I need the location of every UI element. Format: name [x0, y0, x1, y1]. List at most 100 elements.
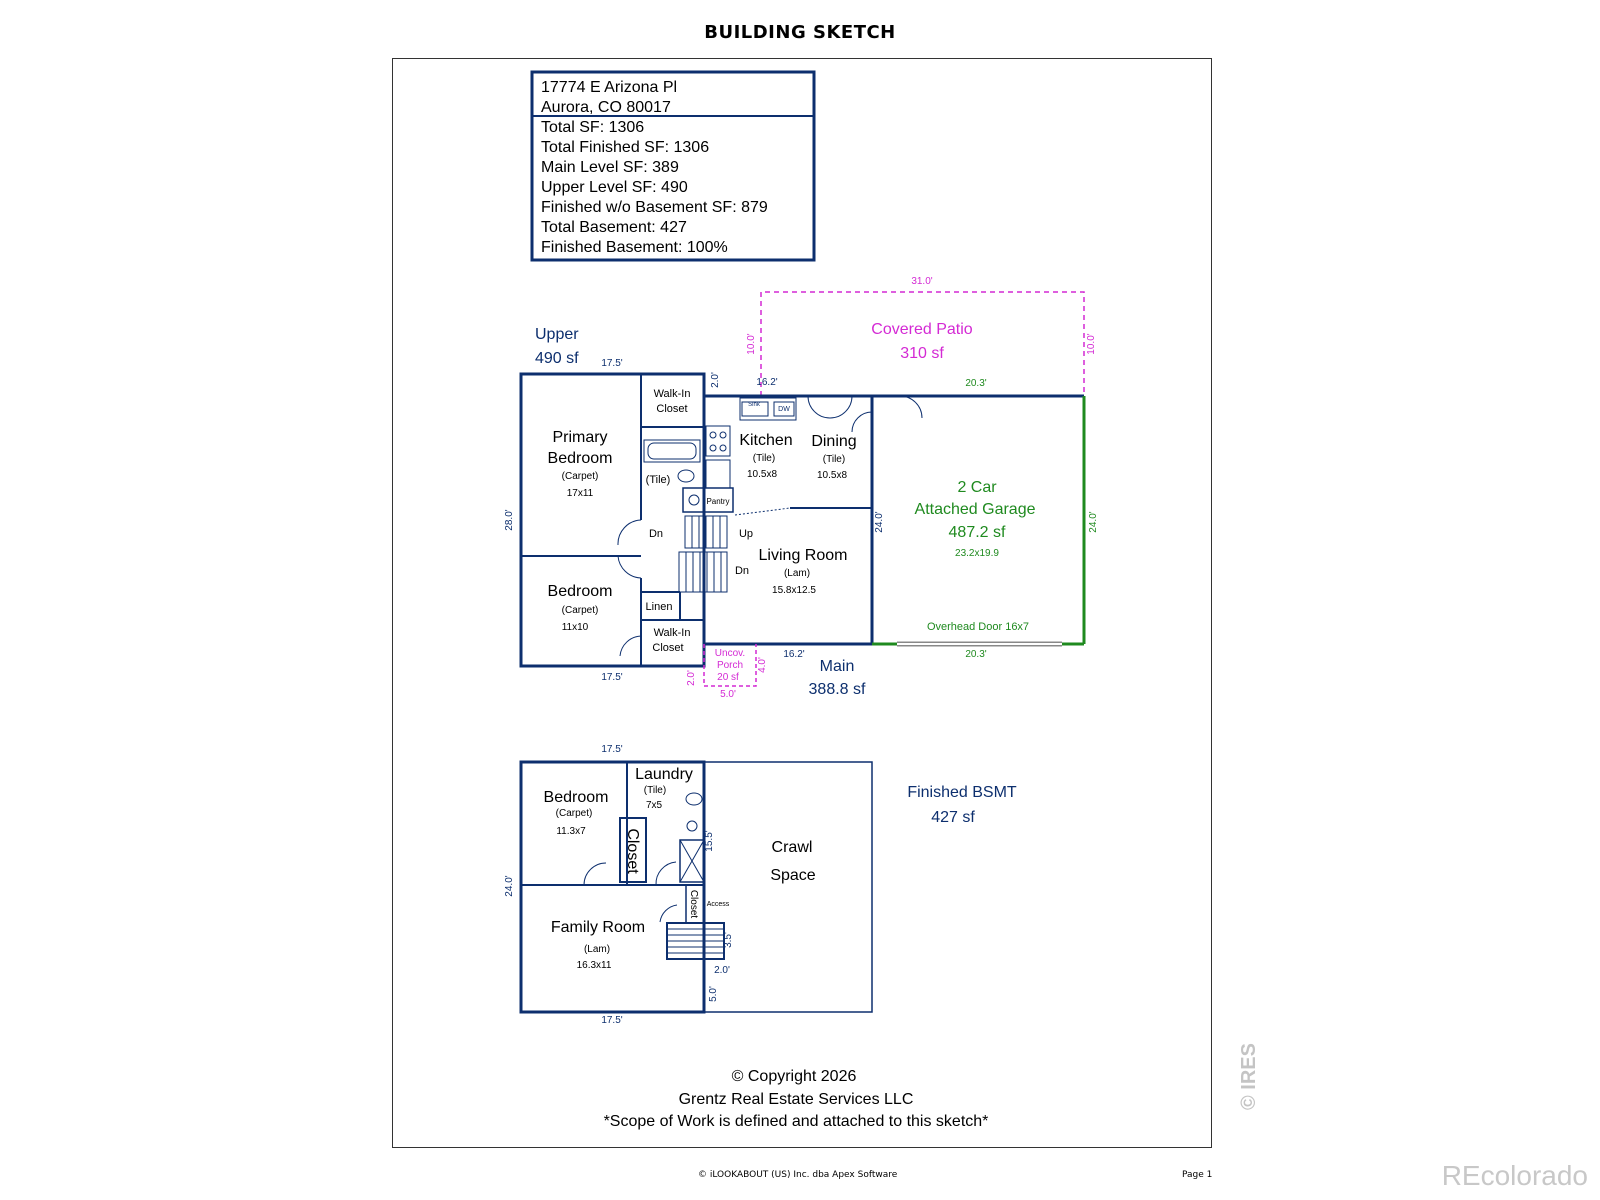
patio-width-dim: 31.0' [911, 276, 932, 287]
dishwasher [773, 401, 795, 417]
upper-level-plan [519, 372, 706, 668]
bsmt-bedroom-dims: 11.3x7 [556, 826, 586, 837]
garage-right-dim: 24.0' [1088, 511, 1099, 532]
bsmt-left-dim: 24.0' [504, 875, 515, 896]
upper-stairs-dn: Dn [649, 528, 663, 540]
shower-x [679, 839, 705, 883]
bsmt-2-0-dim: 2.0' [714, 965, 730, 976]
primary-bedroom-floor: (Carpet) [562, 471, 599, 482]
porch-area: 20 sf [717, 672, 739, 683]
door-arc [659, 904, 678, 923]
garage-door-arc [851, 411, 873, 433]
walkin-closet-top-name1: Walk-In [654, 388, 691, 400]
garage-area: 487.2 sf [949, 524, 1006, 541]
crawl-space-label1: Crawl [772, 839, 813, 856]
main-bottom-dim: 16.2' [783, 649, 804, 660]
toilet [677, 469, 695, 483]
burner [709, 431, 717, 439]
bsmt-bedroom-name: Bedroom [544, 789, 609, 806]
garage-label1: 2 Car [957, 479, 997, 496]
stairs-dn-label: Dn [735, 565, 749, 577]
info-line-main-level-sf: Main Level SF: 389 [541, 159, 679, 176]
porch-label1: Uncov. [715, 648, 745, 659]
door-arc [617, 519, 642, 546]
bsmt-closet2-label: Closet [688, 890, 699, 919]
linen-closet: Linen [646, 601, 673, 613]
bsmt-closet-label: Closet [624, 828, 641, 874]
basement-stairs [666, 922, 725, 960]
burner [719, 444, 727, 452]
main-right-dim: 24.0' [874, 511, 885, 532]
laundry-dims: 7x5 [646, 800, 663, 811]
patio-outline [760, 291, 1085, 396]
page-title: BUILDING SKETCH [704, 22, 896, 43]
porch-depth-dim: 4.0' [757, 657, 768, 673]
main-level-label: Main [820, 658, 855, 675]
porch-outline [703, 644, 757, 687]
dining-dims: 10.5x8 [817, 470, 847, 481]
half-bath-sink [688, 494, 700, 506]
uncovered-porch: Uncov. Porch 20 sf 5.0' 4.0' 2.0' [686, 644, 768, 700]
burner [709, 444, 717, 452]
walkin-closet-top-name2: Closet [656, 403, 687, 415]
sketch-sheet [392, 58, 1212, 1148]
patio-right-dim: 10.0' [1086, 333, 1097, 354]
porch-offset-dim: 2.0' [686, 670, 697, 686]
kitchen-name: Kitchen [739, 432, 792, 449]
walkin-closet-bottom-name1: Walk-In [654, 627, 691, 639]
info-line-finished-basement: Finished Basement: 100% [541, 239, 728, 256]
patio-door-arc [829, 395, 853, 419]
upper-bedroom-name: Bedroom [548, 583, 613, 600]
kitchen-living-dotted [734, 507, 791, 516]
sink-label: Sink [748, 402, 761, 408]
info-box-frame [530, 70, 816, 262]
door-arc [583, 862, 607, 886]
primary-bedroom-dims: 17x11 [567, 488, 594, 499]
copyright-line2: Grentz Real Estate Services LLC [679, 1091, 914, 1108]
upper-level-label: Upper [535, 326, 579, 343]
info-line-total-basement: Total Basement: 427 [541, 219, 687, 236]
info-line-total-finished-sf: Total Finished SF: 1306 [541, 139, 709, 156]
stairs-up-label: Up [739, 528, 753, 540]
page-number: Page 1 [1182, 1170, 1213, 1180]
kitchen-dims: 10.5x8 [747, 469, 777, 480]
bsmt-15-5-dim: 15.5' [704, 830, 715, 851]
crawl-space-label2: Space [770, 867, 815, 884]
laundry-floor: (Tile) [644, 785, 666, 796]
upper-outer-walls [519, 372, 706, 668]
info-line-total-sf: Total SF: 1306 [541, 119, 644, 136]
recolorado-watermark: REcolorado [1441, 1160, 1588, 1191]
door-arc [655, 861, 677, 886]
living-room-name: Living Room [759, 547, 848, 564]
info-line-finished-wo-basement: Finished w/o Basement SF: 879 [541, 199, 768, 216]
upper-level-area: 490 sf [535, 350, 579, 367]
garage-bottom-dim: 20.3' [965, 649, 986, 660]
range-stove [705, 425, 731, 457]
info-line-upper-level-sf: Upper Level SF: 490 [541, 179, 688, 196]
bsmt-bottom-dim: 17.5' [601, 1015, 622, 1026]
copyright-line3: *Scope of Work is defined and attached t… [604, 1113, 989, 1130]
dining-name: Dining [811, 433, 856, 450]
patio-area: 310 sf [900, 345, 944, 362]
upper-bedroom-dims: 11x10 [562, 622, 589, 633]
family-room-name: Family Room [551, 919, 645, 936]
bsmt-shower [679, 839, 705, 883]
garage-dims: 23.2x19.9 [955, 548, 999, 559]
living-room-floor: (Lam) [784, 568, 810, 579]
garage-top-dim: 20.3' [965, 378, 986, 389]
upper-bedroom-floor: (Carpet) [562, 605, 599, 616]
main-top-dim: 16.2' [756, 377, 777, 388]
address-line2: Aurora, CO 80017 [541, 99, 671, 116]
upper-bottom-dim: 17.5' [601, 672, 622, 683]
upper-bath-floor: (Tile) [646, 474, 671, 486]
patio-label: Covered Patio [871, 321, 972, 338]
kitchen-counter-top [739, 397, 797, 421]
bsmt-sink [686, 820, 698, 832]
main-level-area: 388.8 sf [809, 681, 866, 698]
kitchen-sink [741, 401, 769, 417]
walkin-closet-bottom-name2: Closet [652, 642, 683, 654]
bsmt-top-dim: 17.5' [601, 744, 622, 755]
garage-patio-door-arc [899, 395, 923, 419]
family-room-dims: 16.3x11 [577, 960, 612, 971]
